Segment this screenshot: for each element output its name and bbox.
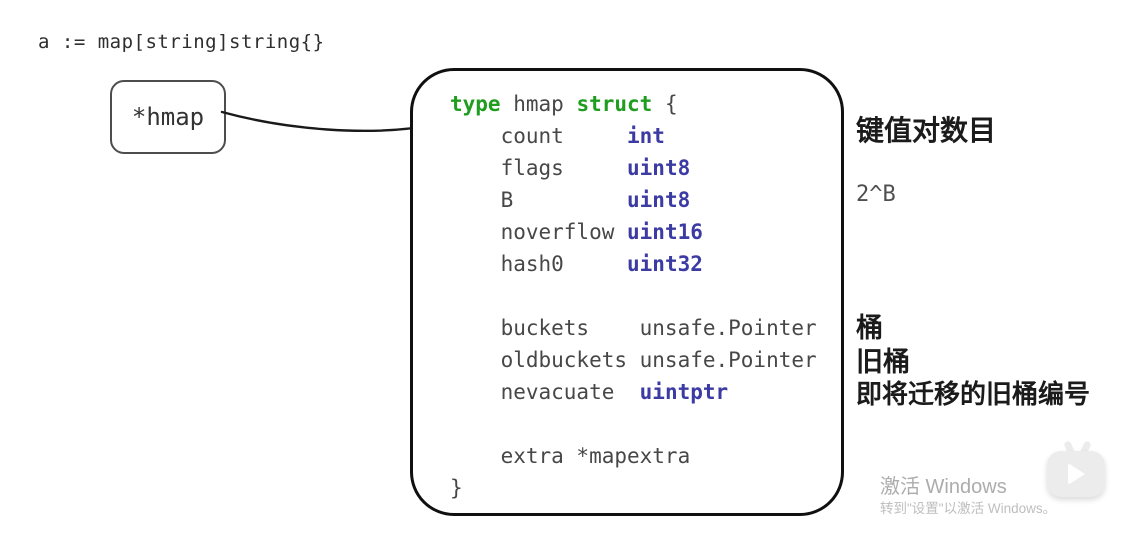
code-identifier: flags	[450, 156, 628, 180]
code-line: extra *mapextra	[450, 440, 817, 472]
code-identifier: hmap	[500, 92, 577, 116]
code-type: uint16	[627, 220, 703, 244]
code-identifier: nevacuate	[450, 380, 640, 404]
code-line	[450, 280, 817, 312]
code-type: uintptr	[639, 380, 729, 404]
code-identifier: noverflow	[450, 220, 628, 244]
code-identifier: }	[450, 476, 463, 500]
code-line: B uint8	[450, 184, 817, 216]
code-line: }	[450, 472, 817, 504]
hmap-struct-box	[410, 68, 844, 516]
code-identifier: {	[652, 92, 678, 116]
code-identifier: hash0	[450, 252, 628, 276]
annotation-nevacuate: 即将迁移的旧桶编号	[856, 379, 1091, 409]
windows-activation-title: 激活 Windows	[880, 476, 1007, 498]
code-type: uint32	[627, 252, 703, 276]
hmap-struct-code: type hmap struct { count int flags uint8…	[450, 88, 817, 504]
code-line: nevacuate uintptr	[450, 376, 817, 408]
code-line: flags uint8	[450, 152, 817, 184]
code-line: hash0 uint32	[450, 248, 817, 280]
code-line: type hmap struct {	[450, 88, 817, 120]
hmap-pointer-box: *hmap	[110, 80, 226, 154]
code-type: uint8	[627, 156, 691, 180]
code-identifier: B	[450, 188, 628, 212]
code-identifier: buckets unsafe.Pointer	[450, 316, 817, 340]
code-keyword: type	[450, 92, 501, 116]
code-line: noverflow uint16	[450, 216, 817, 248]
code-identifier: oldbuckets unsafe.Pointer	[450, 348, 817, 372]
annotation-buckets: 桶	[856, 313, 883, 343]
tv-body-icon	[1047, 451, 1105, 497]
video-play-button[interactable]	[1047, 440, 1107, 498]
annotation-count: 键值对数目	[856, 115, 997, 146]
play-icon	[1068, 463, 1085, 485]
annotation-oldbuckets: 旧桶	[856, 347, 910, 377]
code-identifier: count	[450, 124, 628, 148]
hmap-pointer-label: *hmap	[131, 103, 205, 131]
code-type: int	[627, 124, 665, 148]
code-line: buckets unsafe.Pointer	[450, 312, 817, 344]
code-type: uint8	[627, 188, 691, 212]
annotation-2-power-b: 2^B	[856, 182, 896, 207]
code-line: count int	[450, 120, 817, 152]
code-identifier: extra *mapextra	[450, 444, 691, 468]
code-line	[450, 408, 817, 440]
code-keyword: struct	[576, 92, 653, 116]
map-declaration-text: a := map[string]string{}	[38, 31, 325, 53]
windows-activation-subtitle: 转到"设置"以激活 Windows。	[880, 501, 1057, 516]
code-line: oldbuckets unsafe.Pointer	[450, 344, 817, 376]
